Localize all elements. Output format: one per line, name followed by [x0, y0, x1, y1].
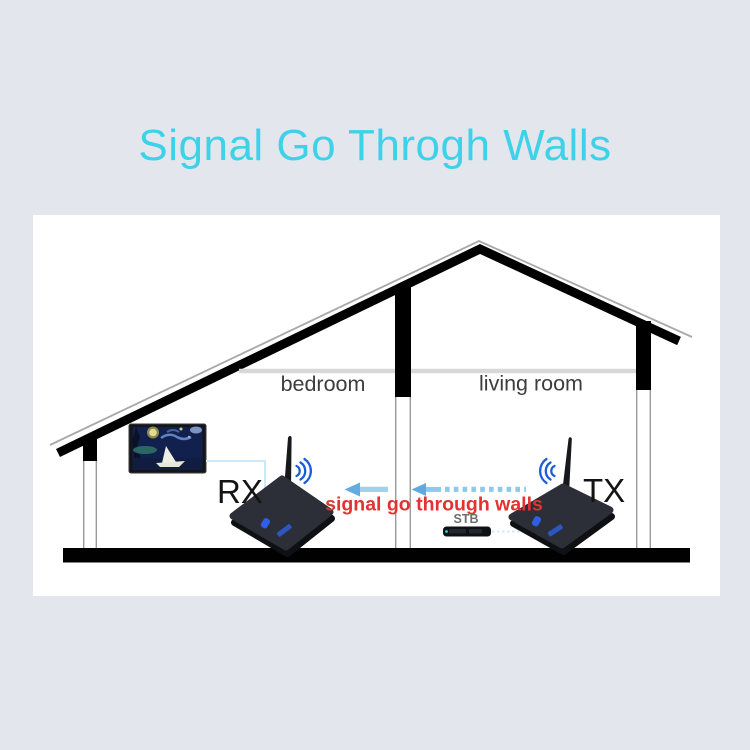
rx-wifi-icon: [295, 457, 312, 485]
rx-led: [260, 518, 271, 529]
rx-antenna-icon: [284, 436, 292, 489]
tx-device: [508, 437, 615, 555]
rx-port: [276, 523, 292, 537]
bedroom-label: bedroom: [281, 372, 366, 396]
tv-starry-night: [128, 423, 207, 474]
floor: [63, 548, 690, 563]
roof: [56, 244, 681, 458]
tv-rx-cable: [206, 460, 266, 498]
middle-wall: [395, 286, 411, 548]
rx-device: [229, 436, 335, 557]
left-wall: [83, 437, 97, 548]
dashed-left-arrow-icon: [411, 483, 526, 496]
stb-label: STB: [454, 512, 479, 526]
tx-label: TX: [583, 472, 625, 509]
page-title: Signal Go Throgh Walls: [138, 121, 612, 170]
signal-caption: signal go through walls: [325, 494, 543, 516]
house-diagram: bedroom living room RX: [49, 240, 693, 563]
tx-led: [531, 516, 542, 527]
stb-device: [443, 526, 491, 537]
right-wall: [636, 321, 651, 548]
diagram-canvas: bedroom living room RX: [33, 215, 720, 596]
roof-outline: [49, 240, 693, 446]
tx-antenna-icon: [562, 437, 572, 493]
rx-label: RX: [217, 473, 263, 510]
solid-left-arrow-icon: [344, 482, 388, 497]
tx-wifi-icon: [539, 457, 556, 485]
tx-port: [547, 524, 563, 537]
livingroom-label: living room: [479, 372, 583, 396]
